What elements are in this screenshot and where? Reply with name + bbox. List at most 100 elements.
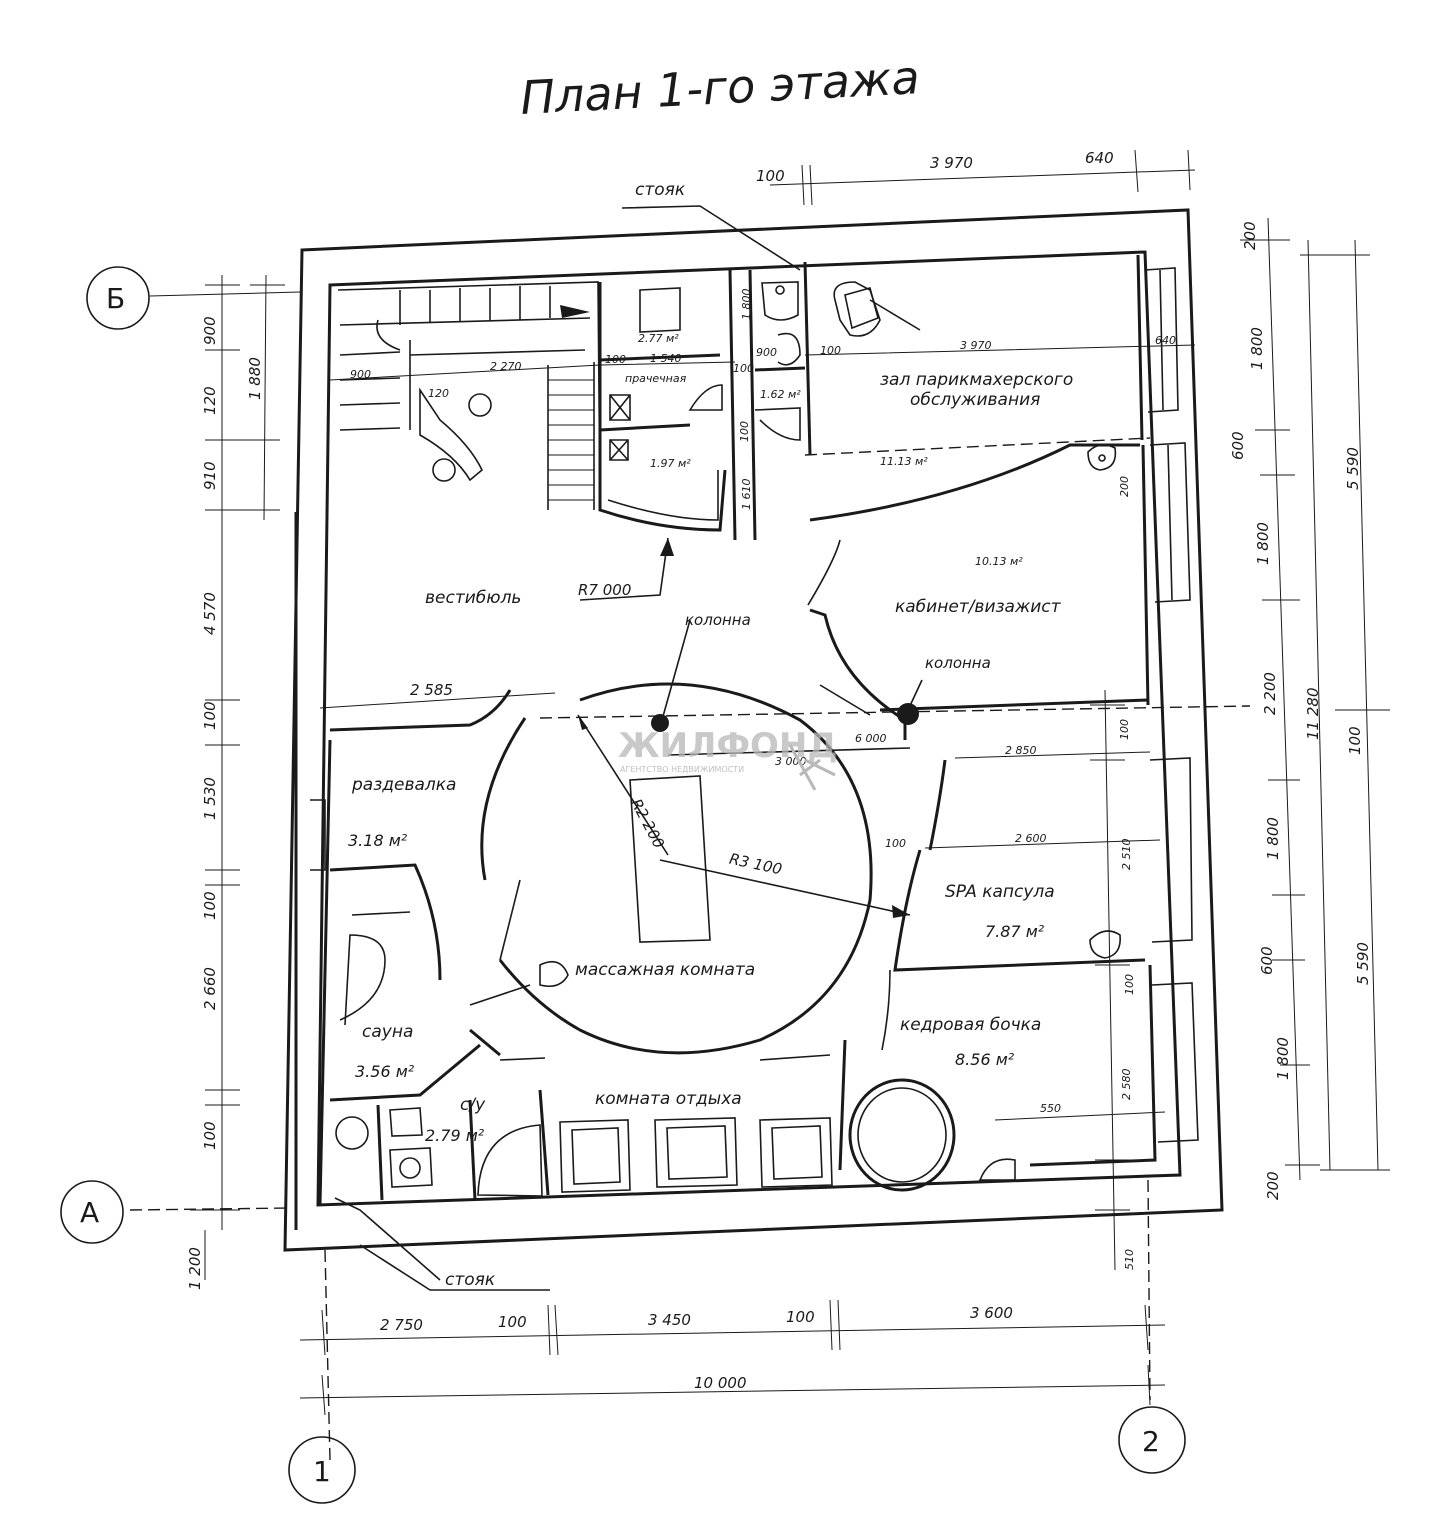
room-area-wc-upper: 2.77 м² [638,332,679,345]
hair-salon-area [803,254,1179,522]
dim-label: 100 [786,1308,815,1326]
grid-axes [60,266,1186,1504]
room-label-cabinet: кабинет/визажист [895,597,1062,617]
axis-label-a: А [80,1196,99,1229]
column-marker [897,703,919,725]
axis-label-b: Б [106,282,125,315]
dim-label: 10 000 [694,1374,747,1392]
reception-desk [419,387,492,482]
dim-label: 100 [738,421,751,442]
sauna-wc-area [329,911,546,1281]
dim-label: 100 [733,362,754,375]
dim-label: 120 [201,386,219,415]
room-area-wc-small: 1.62 м² [760,388,801,401]
dim-label: 640 [1085,149,1114,167]
room-area-cabinet: 10.13 м² [975,555,1023,568]
dim-label: 200 [1241,221,1259,250]
cabinet-area [807,442,1191,740]
dim-label: 100 [820,344,841,357]
dim-label: 2 850 [1005,744,1037,757]
dim-label: 100 [201,891,219,920]
dim-label: 3 970 [960,339,992,352]
dim-label: 100 [1346,726,1364,755]
watermark-sub-text: АГЕНТСТВО НЕДВИЖИМОСТИ [620,765,744,774]
dim-label: 5 590 [1344,447,1362,490]
dim-label: 3 450 [648,1311,691,1329]
spa-capsule-area [893,757,1193,972]
dim-label: 3 970 [930,154,973,172]
room-area-barrel: 8.56 м² [955,1050,1015,1069]
dim-label: 2 270 [490,360,522,373]
radius-label-3100: R3 100 [728,850,784,879]
dim-label: 1 200 [186,1247,204,1290]
axis-label-2: 2 [1142,1425,1160,1458]
radius-label-7000: R7 000 [578,581,631,599]
dim-label: 900 [350,368,371,381]
riser-label-bottom: стояк [445,1270,496,1290]
dim-label: 1 800 [1274,1037,1292,1080]
room-area-sauna: 3.56 м² [355,1062,415,1081]
dim-label: 1 800 [740,289,753,321]
dim-label: 6 000 [855,732,887,745]
dim-label: 510 [1123,1249,1136,1270]
room-label-spa: SPA капсула [945,882,1055,902]
dim-label: 100 [605,353,626,366]
dim-label: 1 800 [1248,327,1266,370]
dim-label: 2 200 [1261,672,1279,715]
dim-label: 2 750 [380,1316,423,1334]
rest-room-area [538,1039,847,1196]
dim-label: 2 600 [1015,832,1047,845]
dim-label: 5 590 [1354,942,1372,985]
dimension-lines [190,149,1390,1416]
room-area-wc: 2.79 м² [425,1126,485,1145]
dim-label: 120 [428,387,449,400]
room-label-vestibule: вестибюль [425,588,521,608]
dim-label: 200 [1118,476,1131,497]
watermark-logo-text: ЖИЛФОНД [618,726,838,766]
room-label-wc: с/у [460,1095,486,1115]
dim-label: 100 [1123,974,1136,995]
dim-label: 11 280 [1304,688,1322,741]
room-label-hair-salon-2: обслуживания [910,390,1040,410]
watermark: ЖИЛФОНД АГЕНТСТВО НЕДВИЖИМОСТИ [618,726,838,791]
room-label-dressing: раздевалка [351,775,456,795]
dim-label: 100 [498,1313,527,1331]
dim-label: 100 [885,837,906,850]
dim-label: 600 [1229,431,1247,460]
dim-label: 600 [1258,946,1276,975]
central-axis [359,205,1251,1291]
dim-label: 900 [756,346,777,359]
dim-label: 4 570 [201,592,219,635]
dim-label: 2 510 [1120,839,1133,871]
dim-label: 1 800 [1254,522,1272,565]
riser-label-top: стояк [635,180,686,200]
axis-label-1: 1 [313,1455,331,1488]
dim-label: 3 600 [970,1304,1013,1322]
room-label-sauna: сауна [362,1022,413,1042]
room-label-hair-salon: зал парикмахерского [880,370,1073,390]
room-label-rest: комната отдыха [595,1089,742,1109]
dim-label: 550 [1040,1102,1061,1115]
room-area-spa: 7.87 м² [985,922,1045,941]
room-label-laundry: прачечная [625,372,687,385]
room-area-laundry: 1.97 м² [650,457,691,470]
dim-label: 100 [756,167,785,185]
room-area-dressing: 3.18 м² [348,831,408,850]
staircase [337,281,601,510]
dim-label: 2 580 [1120,1069,1133,1101]
plan-title: План 1-го этажа [519,50,921,125]
room-label-barrel: кедровая бочка [900,1015,1041,1035]
column-label-2: колонна [925,654,991,672]
dim-label: 640 [1155,334,1176,347]
dim-label: 1 800 [1264,817,1282,860]
dim-label: 900 [201,316,219,345]
dim-label: 910 [201,461,219,490]
dim-label: 1 880 [246,357,264,400]
dim-label: 1 610 [740,479,753,511]
cedar-barrel-area [848,964,1199,1192]
column-marker [651,714,669,732]
outer-walls [283,208,1224,1252]
dim-label: 200 [1264,1171,1282,1200]
dim-label: 1 530 [201,777,219,820]
